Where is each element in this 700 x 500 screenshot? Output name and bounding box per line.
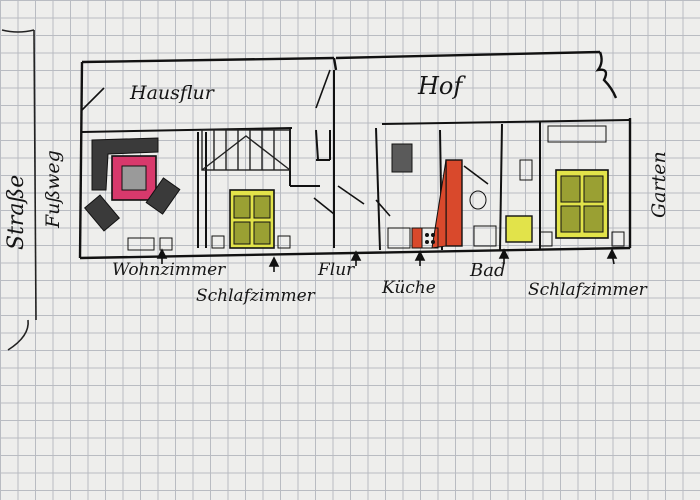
- staircase: [201, 129, 291, 171]
- bedroom-1-furniture: [211, 189, 291, 249]
- street-boundary: [1, 29, 37, 351]
- room-label-schlafzimmer-1: Schlafzimmer: [196, 286, 315, 306]
- room-label-schlafzimmer-2: Schlafzimmer: [528, 280, 647, 300]
- living-room-furniture: [83, 137, 181, 251]
- room-pointer-arrows: [156, 248, 618, 272]
- room-label-flur: Flur: [318, 260, 355, 280]
- door-swings: [81, 69, 489, 217]
- label-strasse: Straße: [4, 174, 29, 250]
- label-hausflur: Hausflur: [130, 82, 214, 104]
- label-hof: Hof: [418, 72, 463, 100]
- kitchen-furniture: [387, 143, 463, 249]
- room-label-wohnzimmer: Wohnzimmer: [112, 260, 226, 280]
- room-label-kueche: Küche: [382, 278, 436, 298]
- room-label-bad: Bad: [470, 260, 506, 281]
- bedroom-2-furniture: [539, 125, 625, 247]
- label-garten: Garten: [648, 151, 670, 218]
- label-fussweg: Fußweg: [42, 150, 64, 228]
- bathroom-furniture: [469, 159, 533, 247]
